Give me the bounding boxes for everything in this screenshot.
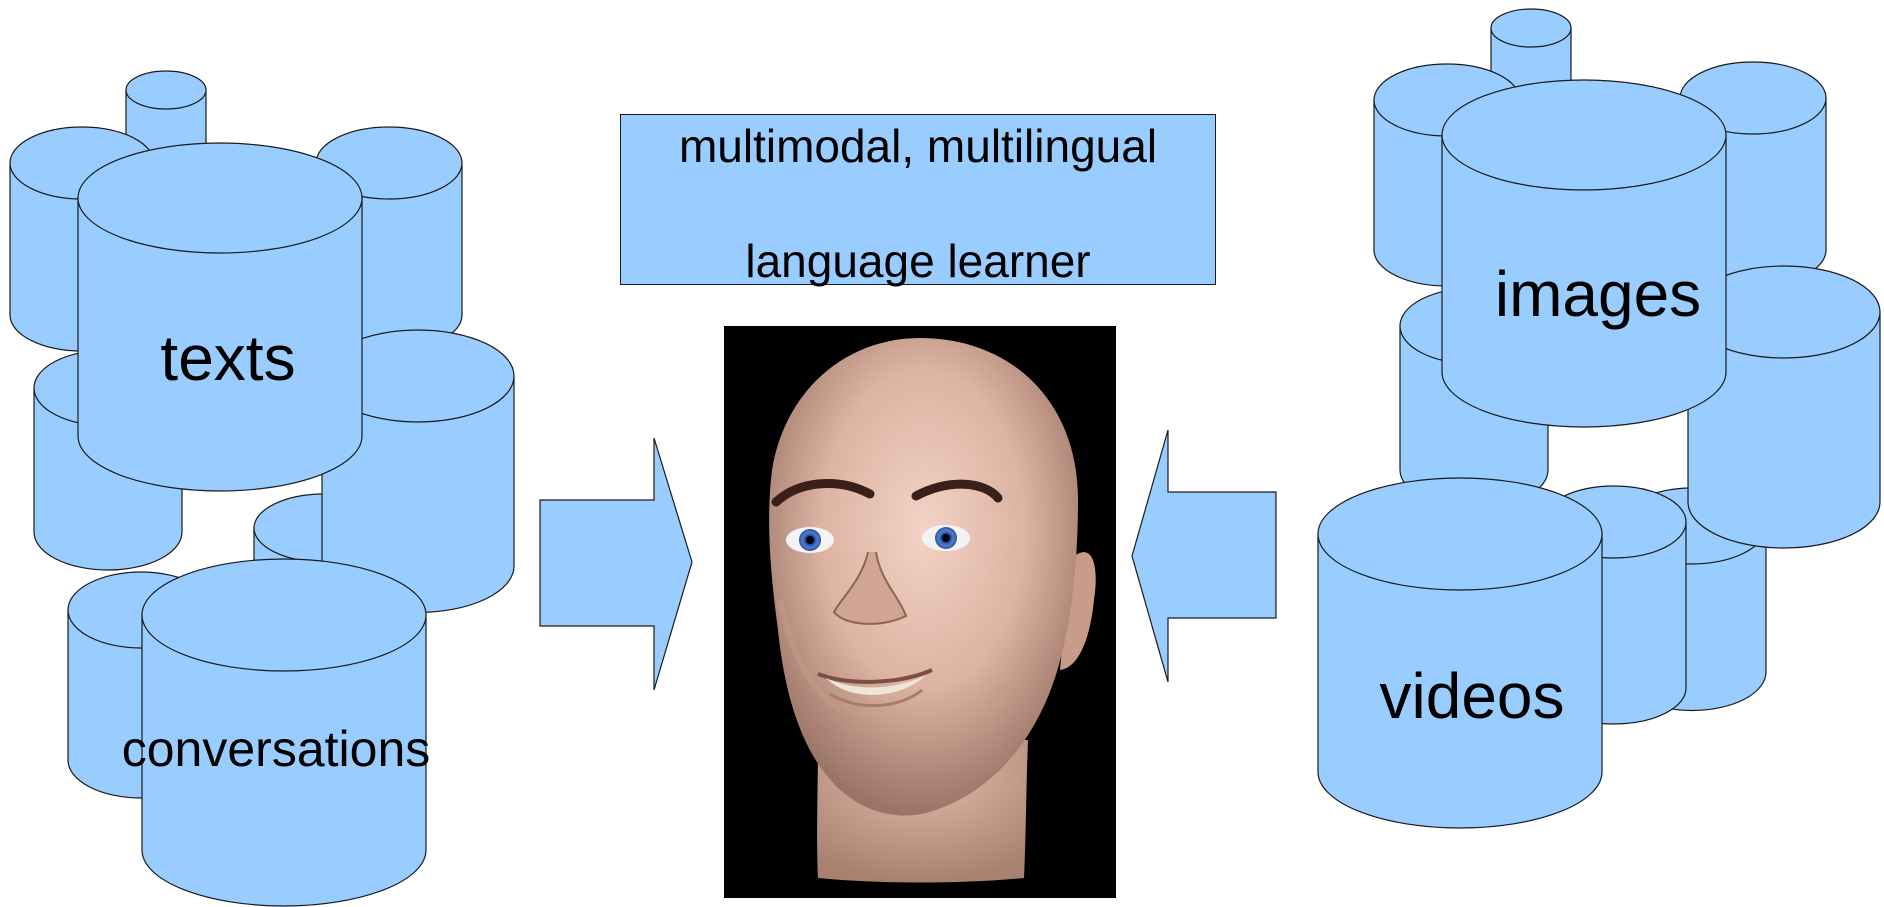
conversations-label: conversations — [122, 721, 431, 777]
avatar-head-image — [724, 326, 1116, 898]
videos-label: videos — [1380, 660, 1565, 732]
title-line-1: multimodal, multilingual — [678, 120, 1158, 172]
texts-database-cylinder — [77, 142, 363, 492]
right-source-cluster: images videos — [1317, 8, 1881, 829]
title-line-2: language learner — [745, 235, 1091, 287]
left-source-cluster: texts conversations — [9, 70, 515, 907]
conversations-database-cylinder — [141, 558, 427, 907]
videos-database-cylinder — [1317, 477, 1603, 829]
images-database-cylinder — [1441, 79, 1727, 428]
right-arrow-left-input — [539, 437, 693, 691]
title-box: multimodal, multilingual language learne… — [620, 114, 1216, 287]
texts-label: texts — [160, 322, 295, 394]
images-label: images — [1495, 258, 1701, 330]
left-arrow-right-input — [1131, 429, 1277, 683]
cylinder — [1687, 265, 1881, 549]
